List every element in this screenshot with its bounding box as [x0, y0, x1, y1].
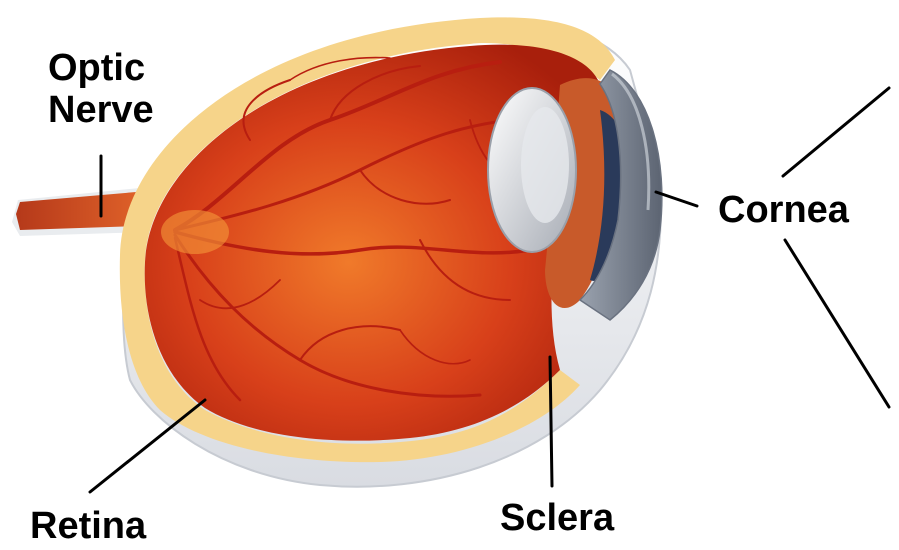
lens	[488, 88, 576, 252]
optic-disc	[161, 210, 229, 254]
sclera-leader	[550, 357, 552, 486]
optic-nerve-label-line2: Nerve	[48, 88, 154, 132]
optic-nerve-label-line1: Optic	[48, 46, 145, 90]
retina-label: Retina	[30, 504, 146, 548]
cornea-label: Cornea	[718, 188, 849, 232]
sclera-label: Sclera	[500, 496, 614, 540]
retina-leader	[90, 400, 205, 492]
cornea-leader-lower	[785, 240, 889, 407]
cornea-leader-upper	[783, 88, 889, 176]
